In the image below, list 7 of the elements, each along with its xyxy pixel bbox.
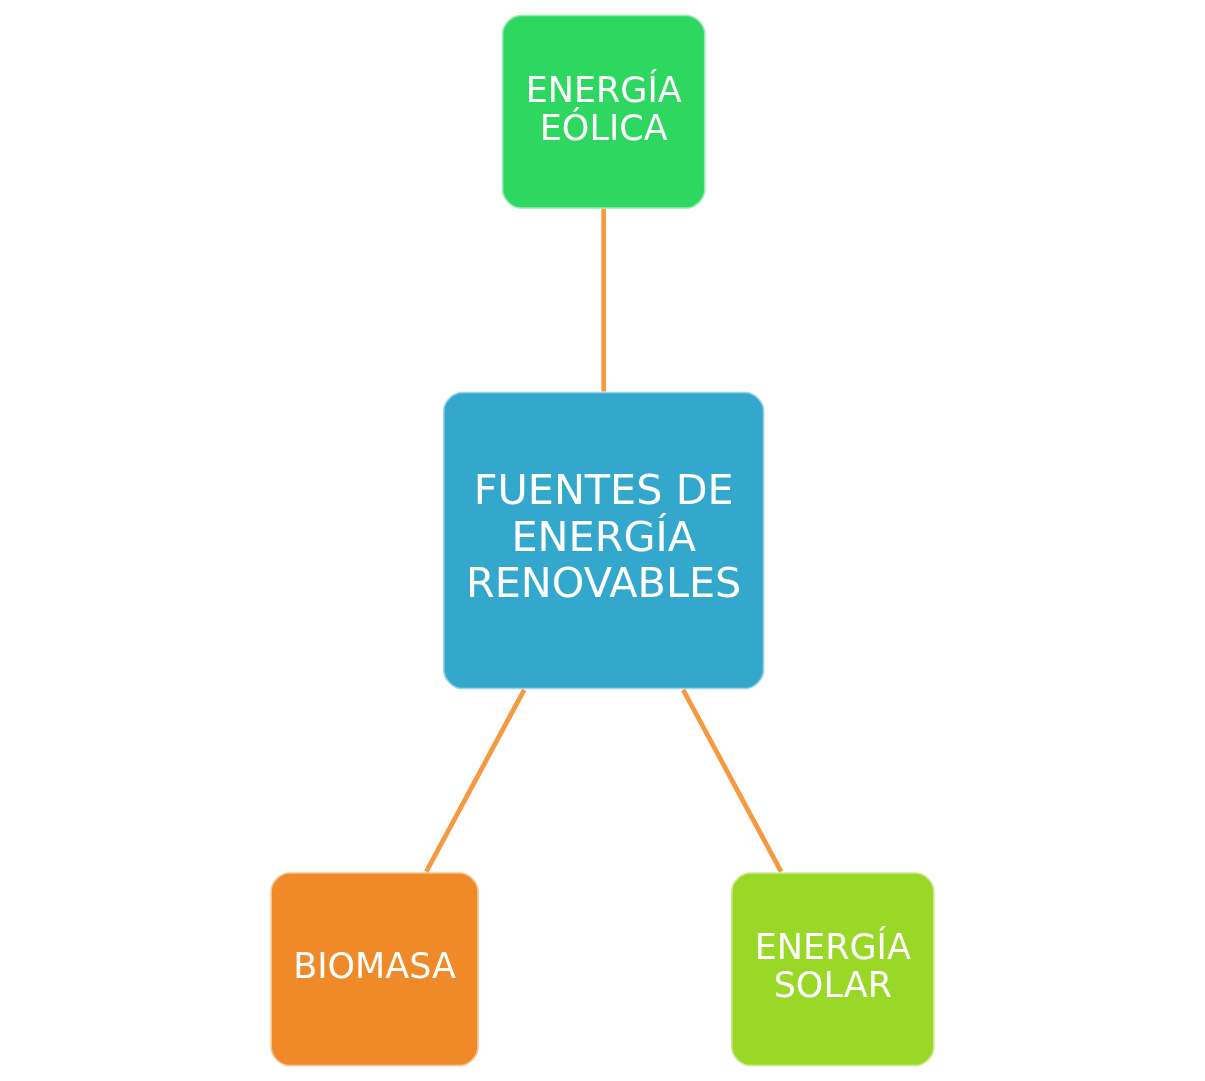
connector [424, 688, 527, 873]
node-box: ENERGÍA SOLAR [729, 870, 937, 1068]
node-box: BIOMASA [268, 870, 481, 1068]
connector [601, 208, 607, 392]
connector [681, 688, 784, 873]
node-box: FUENTES DE ENERGÍA RENOVABLES [441, 390, 766, 691]
node-box: ENERGÍA EÓLICA [500, 13, 708, 211]
